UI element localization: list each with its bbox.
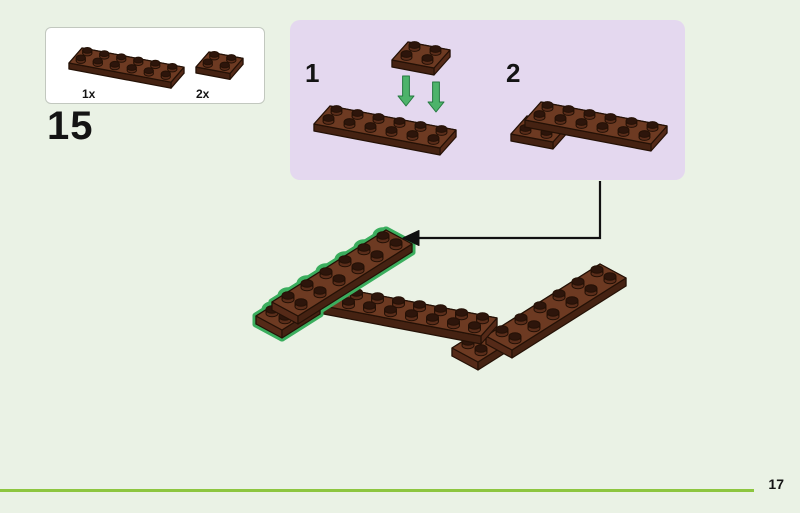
substep-pieces-canvas (313, 41, 668, 156)
substep-2-number: 2 (506, 58, 521, 88)
footer-divider-line (0, 489, 754, 492)
substep-panel: 1 2 (290, 20, 685, 180)
part-count-plate-2x2: 2x (196, 87, 210, 101)
substep-1-number: 1 (305, 58, 320, 88)
page-number: 17 (768, 476, 784, 492)
parts-pieces-canvas (68, 47, 244, 89)
step-number: 15 (47, 104, 94, 148)
parts-callout-box: 1x 2x (45, 27, 265, 104)
part-count-plate-2x6: 1x (82, 87, 96, 101)
